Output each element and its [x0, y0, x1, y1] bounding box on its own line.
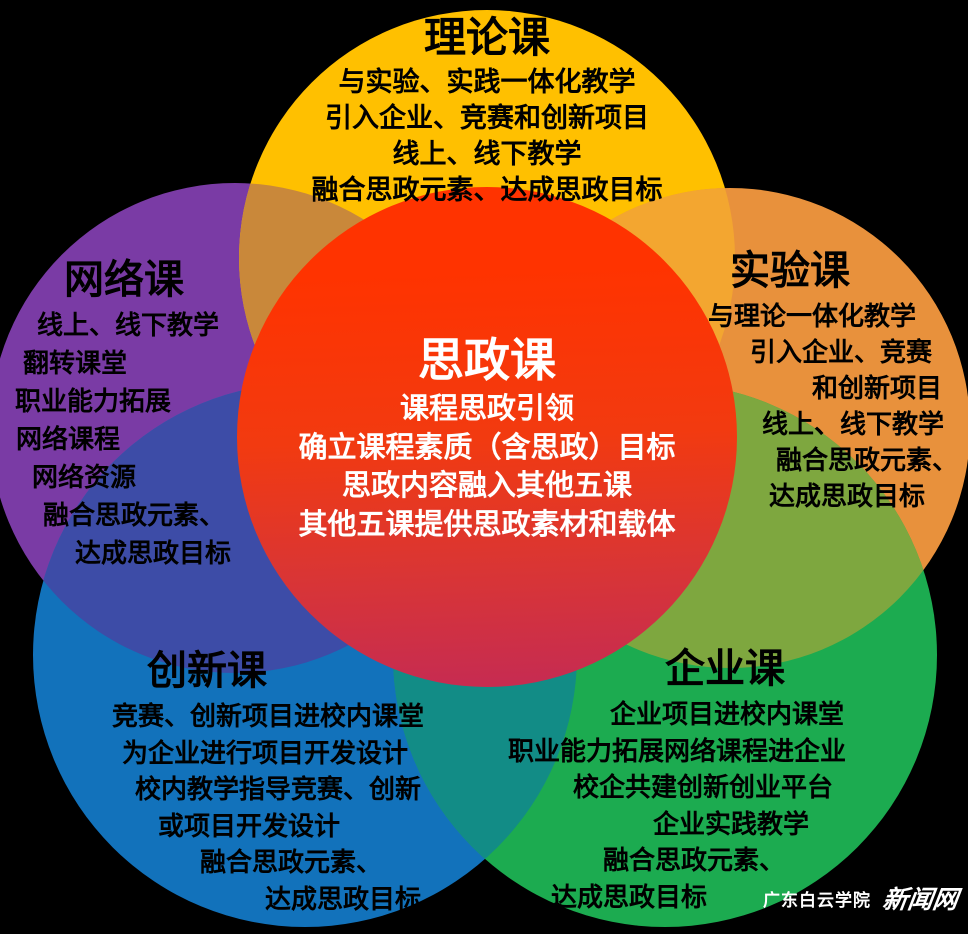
- innovation-title: 创新课: [147, 649, 267, 693]
- experiment-line: 融合思政元素、: [776, 445, 959, 475]
- experiment-line: 引入企业、竞赛: [750, 337, 933, 367]
- theory-line: 融合思政元素、达成思政目标: [311, 175, 663, 205]
- ideology-line: 思政内容融入其他五课: [341, 470, 632, 502]
- experiment-section: 实验课 与理论一体化教学 引入企业、竞赛 和创新项目 线上、线下教学 融合思政元…: [700, 244, 968, 514]
- theory-section: 理论课 与实验、实践一体化教学 引入企业、竞赛和创新项目 线上、线下教学 融合思…: [237, 12, 737, 208]
- enterprise-line: 职业能力拓展网络课程进企业: [508, 735, 847, 766]
- experiment-title: 实验课: [730, 249, 850, 293]
- innovation-line: 为企业进行项目开发设计: [122, 737, 409, 768]
- innovation-section: 创新课 竞赛、创新项目进校内课堂 为企业进行项目开发设计 校内教学指导竞赛、创新…: [105, 644, 490, 917]
- network-line: 网络课程: [16, 424, 121, 454]
- innovation-line: 融合思政元素、: [200, 847, 383, 877]
- network-line: 网络资源: [32, 462, 137, 492]
- ideology-line: 其他五课提供思政素材和载体: [298, 508, 676, 541]
- enterprise-line: 校企共建创新创业平台: [573, 772, 834, 802]
- network-line: 达成思政目标: [75, 538, 232, 568]
- experiment-line: 和创新项目: [812, 373, 943, 403]
- network-line: 线上、线下教学: [37, 310, 220, 340]
- theory-line: 线上、线下教学: [392, 139, 582, 169]
- ideology-course-circle: [237, 187, 737, 687]
- theory-title: 理论课: [423, 14, 550, 61]
- innovation-line: 或项目开发设计: [158, 810, 341, 841]
- network-line: 职业能力拓展: [15, 386, 172, 416]
- network-section: 网络课 线上、线下教学 翻转课堂 职业能力拓展 网络课程 网络资源 融合思政元素…: [10, 254, 290, 572]
- innovation-line: 校内教学指导竞赛、创新: [135, 774, 422, 804]
- enterprise-line: 企业实践教学: [653, 808, 810, 839]
- enterprise-section: 企业课 企业项目进校内课堂 职业能力拓展网络课程进企业 校企共建创新创业平台 企…: [500, 642, 905, 915]
- watermark-site-label: 新闻网: [880, 886, 960, 914]
- ideology-line: 确立课程素质（含思政）目标: [298, 431, 676, 464]
- watermark: 广东白云学院 新闻网: [762, 880, 960, 916]
- innovation-line: 达成思政目标: [265, 883, 422, 914]
- ideology-title: 思政课: [418, 334, 556, 386]
- experiment-line: 与理论一体化教学: [708, 301, 917, 331]
- experiment-line: 达成思政目标: [769, 481, 926, 511]
- network-line: 翻转课堂: [23, 348, 128, 378]
- network-line: 融合思政元素、: [43, 500, 226, 530]
- ideology-section: 思政课 课程思政引领 确立课程素质（含思政）目标 思政内容融入其他五课 其他五课…: [287, 330, 687, 544]
- enterprise-line: 企业项目进校内课堂: [610, 699, 845, 729]
- experiment-line: 线上、线下教学: [762, 409, 945, 439]
- enterprise-line: 融合思政元素、: [603, 845, 786, 875]
- ideology-line: 课程思政引领: [399, 393, 574, 425]
- enterprise-title: 企业课: [665, 647, 785, 691]
- theory-line: 与实验、实践一体化教学: [338, 67, 636, 97]
- innovation-line: 竞赛、创新项目进校内课堂: [112, 701, 425, 731]
- theory-line: 引入企业、竞赛和创新项目: [325, 103, 649, 133]
- enterprise-line: 达成思政目标: [551, 881, 708, 912]
- watermark-org-label: 广东白云学院: [762, 890, 871, 910]
- network-title: 网络课: [64, 258, 184, 302]
